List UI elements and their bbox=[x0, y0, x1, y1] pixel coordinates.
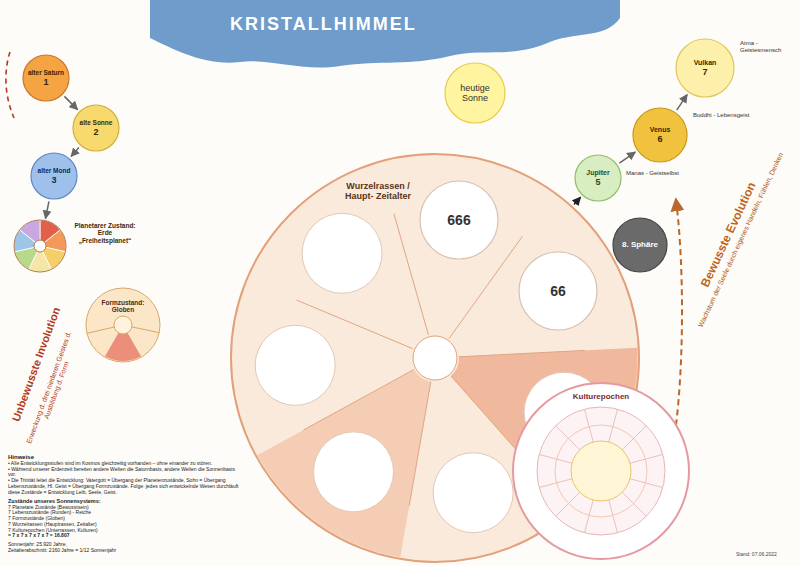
node-number: 5 bbox=[576, 177, 620, 187]
circle-outline bbox=[23, 55, 69, 101]
sun-circle: heutige Sonne bbox=[444, 62, 506, 124]
node-title: 66 bbox=[523, 283, 593, 299]
sector-line bbox=[87, 327, 114, 333]
node-number: 6 bbox=[635, 134, 685, 144]
node-title: Planetarer Zustand: Erde „Freiheitsplane… bbox=[72, 222, 138, 244]
circle-outline bbox=[73, 105, 119, 151]
age-circle: 666 bbox=[419, 180, 499, 260]
planet-circle: alter Saturn1 bbox=[22, 54, 70, 102]
circle-outline bbox=[633, 108, 687, 162]
connector bbox=[45, 201, 48, 218]
connector bbox=[574, 197, 581, 204]
planet-circle: alte Sonne2 bbox=[72, 104, 120, 152]
node-number: 7 bbox=[679, 67, 731, 77]
sector-line bbox=[622, 426, 646, 450]
sky-band: KRISTALLHIMMEL bbox=[150, 0, 620, 72]
age-circle-blank bbox=[433, 453, 513, 533]
circle-outline bbox=[14, 220, 66, 272]
center-dot bbox=[114, 316, 132, 334]
planet-circle: Jupiter5 bbox=[574, 154, 622, 202]
circle-outline bbox=[445, 63, 505, 123]
circle-outline bbox=[676, 39, 734, 97]
node-title: Wurzelrassen / Haupt- Zeitalter bbox=[338, 181, 418, 202]
node-title: 8. Sphäre bbox=[615, 240, 665, 249]
node-number: 3 bbox=[32, 175, 76, 185]
node-title: Vulkan bbox=[679, 59, 731, 67]
node-title: Formzustand: Globen bbox=[96, 299, 150, 314]
inner-ring bbox=[537, 407, 665, 535]
planet-circle: Venus6 bbox=[632, 107, 688, 163]
note-text: Zeitalterabschnitt: 2160 Jahre = 1/12 So… bbox=[8, 548, 240, 554]
note-text: Buddhi - Lebensgeist bbox=[693, 112, 753, 119]
node-title: heutige Sonne bbox=[447, 83, 503, 104]
connector bbox=[619, 152, 635, 163]
note-text: = 7 x 7 x 7 x 7 x 7 = 16.807 bbox=[8, 533, 240, 539]
node-title: alter Mond bbox=[32, 167, 76, 174]
node-shape bbox=[8, 208, 140, 284]
age-circle-blank bbox=[302, 213, 382, 293]
node-title: KRISTALLHIMMEL bbox=[230, 14, 417, 35]
culture-circle: Kulturepochen bbox=[512, 382, 690, 560]
circle-outline bbox=[613, 218, 667, 272]
node-title: alte Sonne bbox=[74, 119, 118, 126]
circle-outline bbox=[420, 181, 498, 259]
sky-shape bbox=[150, 0, 620, 68]
circle-outline bbox=[575, 155, 621, 201]
circle-outline bbox=[519, 252, 597, 330]
planet-circle: Vulkan7 bbox=[675, 38, 735, 98]
involution-arrow bbox=[6, 52, 14, 118]
planet-circle: alter Mond3 bbox=[30, 152, 78, 200]
node-title: Jupiter bbox=[576, 169, 620, 177]
node-title: Venus bbox=[635, 126, 685, 134]
sector-line bbox=[622, 492, 646, 516]
node-shape bbox=[150, 0, 620, 72]
node-number: 1 bbox=[24, 77, 68, 87]
globe-circle: Formzustand: Globen bbox=[85, 287, 161, 363]
center-dot bbox=[34, 240, 46, 252]
earth-circle: Planetarer Zustand: Erde „Freiheitsplane… bbox=[8, 208, 140, 284]
direction-label: Wachstum der Seele durch eigenes Handeln… bbox=[697, 151, 785, 328]
node-shape bbox=[512, 382, 690, 560]
node-title: Kulturepochen bbox=[571, 392, 631, 401]
sphere-circle: 8. Sphäre bbox=[612, 217, 668, 273]
note-text: Atma - Geistesmensch bbox=[740, 40, 796, 54]
connector bbox=[71, 148, 79, 157]
age-circle: 66 bbox=[518, 251, 598, 331]
connector bbox=[64, 96, 77, 109]
notes-box: Hinweise• Alle Entwicklungsstufen sind i… bbox=[8, 454, 240, 554]
connector bbox=[677, 95, 687, 111]
age-circle-blank bbox=[314, 432, 394, 512]
sector-line bbox=[556, 492, 580, 516]
center-dot bbox=[413, 336, 457, 380]
circle-outline bbox=[513, 383, 689, 559]
note-text: • Die Trinität leitet die Entwicklung: V… bbox=[8, 478, 240, 495]
node-title: 666 bbox=[424, 212, 494, 228]
node-number: 2 bbox=[74, 127, 118, 137]
age-circle-blank bbox=[255, 325, 335, 405]
sector-line bbox=[556, 426, 580, 450]
evolution-arrow bbox=[676, 200, 682, 425]
sector-line bbox=[132, 327, 159, 333]
note-text: Manas - Geistselbst bbox=[626, 170, 686, 177]
inner-ring bbox=[571, 441, 631, 501]
circle-outline bbox=[86, 288, 160, 362]
earth-pie bbox=[14, 220, 66, 272]
node-shape bbox=[85, 287, 161, 363]
note-text: Hinweise bbox=[8, 454, 240, 461]
sector-line bbox=[459, 350, 585, 356]
inner-ring bbox=[555, 425, 647, 517]
node-title: alter Saturn bbox=[24, 69, 68, 76]
note-text: Stand: 07.06.2022 bbox=[736, 552, 777, 558]
sector-line bbox=[409, 382, 431, 506]
circle-outline bbox=[31, 153, 77, 199]
note-text: • Während unserer Erdenzeit bereiten and… bbox=[8, 467, 240, 479]
